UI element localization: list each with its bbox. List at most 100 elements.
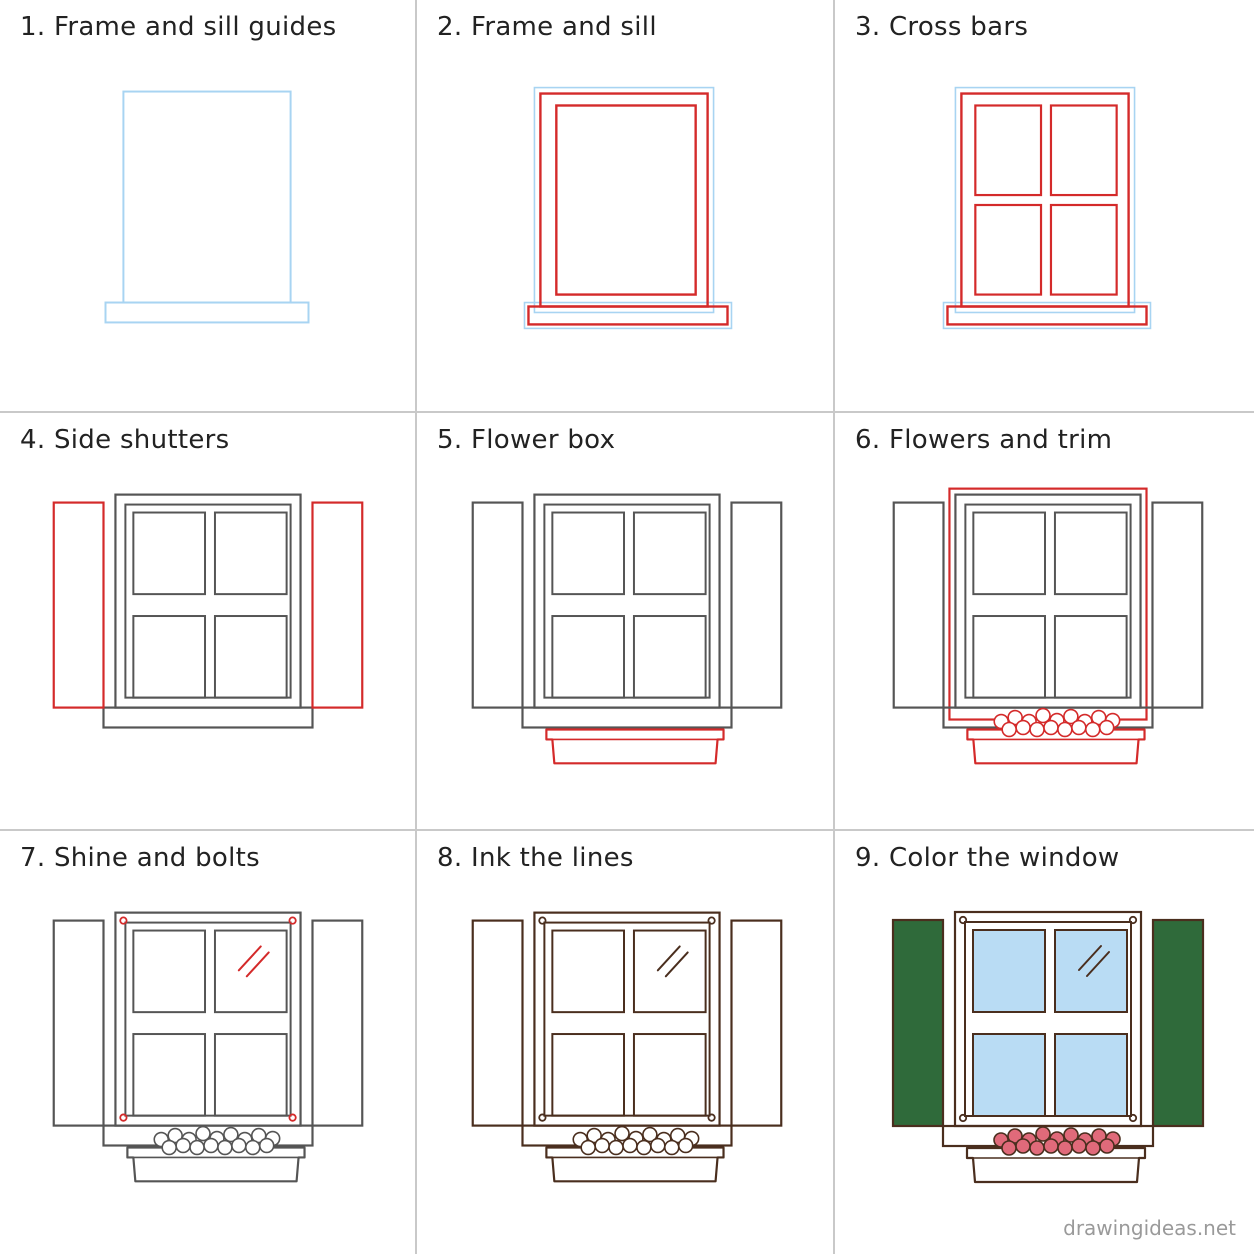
window-pane xyxy=(132,929,207,1014)
shutter-icon xyxy=(730,501,783,709)
flower xyxy=(161,1139,177,1156)
shutter-icon xyxy=(471,501,524,709)
window-inner-frame xyxy=(964,503,1132,699)
window-sill xyxy=(102,706,314,729)
step-title: 9. Color the window xyxy=(855,843,1120,873)
flower xyxy=(1029,721,1045,738)
bolt-icon xyxy=(288,1113,297,1122)
window-pane xyxy=(972,615,1046,699)
window-pane xyxy=(1053,511,1128,596)
flower xyxy=(1029,1140,1045,1156)
flower xyxy=(1063,1127,1079,1143)
window-pane xyxy=(213,929,288,1014)
window-frame xyxy=(533,493,721,709)
flower xyxy=(664,1139,680,1156)
window-inner-frame xyxy=(124,921,292,1117)
guide-frame xyxy=(954,86,1136,314)
flower xyxy=(258,1137,275,1154)
step-panel: 1. Frame and sill guides xyxy=(0,0,417,413)
window-inner-frame xyxy=(543,503,711,699)
window-pane xyxy=(213,615,288,699)
flower-box-icon xyxy=(126,1146,306,1183)
flower xyxy=(642,1126,658,1143)
glass-shine-icon xyxy=(656,945,681,972)
window-pane xyxy=(551,615,625,699)
bolt-icon xyxy=(538,916,547,925)
flower xyxy=(580,1139,596,1156)
step-panel: 9. Color the window xyxy=(835,831,1254,1254)
flower xyxy=(1015,719,1031,736)
window-inner-frame xyxy=(124,503,292,699)
shutter-icon xyxy=(891,918,945,1128)
flower xyxy=(1057,1140,1073,1156)
glass-shine-icon xyxy=(664,951,689,978)
window-pane xyxy=(1049,104,1118,197)
guide-sill xyxy=(942,301,1152,330)
flower xyxy=(1071,719,1087,736)
window-drawing-icon xyxy=(892,487,1204,765)
shutter-icon xyxy=(471,919,524,1127)
window-frame xyxy=(114,911,302,1127)
shutter-icon xyxy=(52,501,105,709)
guide-sill xyxy=(523,301,733,330)
bolt-icon xyxy=(707,1113,716,1122)
bolt-icon xyxy=(1128,1113,1138,1123)
glass-shine-icon xyxy=(237,945,262,972)
window-pane xyxy=(632,1033,707,1117)
step-panel: 2. Frame and sill xyxy=(417,0,835,413)
step-panel: 3. Cross bars xyxy=(835,0,1254,413)
window-pane xyxy=(632,615,707,699)
guide-frame xyxy=(122,90,292,304)
bolt-icon xyxy=(119,1113,128,1122)
flower xyxy=(1035,707,1051,724)
shutter-icon xyxy=(311,919,364,1127)
guide-sill xyxy=(104,301,310,324)
step-panel: 4. Side shutters xyxy=(0,413,417,831)
step-panel: 5. Flower box xyxy=(417,413,835,831)
bolt-icon xyxy=(958,1113,968,1123)
flower xyxy=(1043,719,1059,736)
flower xyxy=(1007,1128,1023,1144)
flower xyxy=(223,1126,239,1143)
flower xyxy=(203,1137,219,1154)
window-pane xyxy=(972,929,1046,1013)
glass-shine-icon xyxy=(1078,945,1102,971)
bolt-icon xyxy=(707,916,716,925)
flower xyxy=(1007,709,1023,726)
glass-shine-icon xyxy=(1086,951,1110,977)
bolt-icon xyxy=(958,915,968,925)
flower-box-icon xyxy=(545,1146,725,1183)
window-pane xyxy=(132,615,207,699)
window-drawing-icon xyxy=(52,911,364,1183)
flower xyxy=(189,1139,205,1156)
flower xyxy=(245,1139,261,1156)
window-inner-frame xyxy=(964,921,1132,1117)
flower-box-icon xyxy=(966,728,1146,765)
flower xyxy=(1098,719,1115,736)
bolt-icon xyxy=(538,1113,547,1122)
flower xyxy=(586,1127,602,1144)
shutter-icon xyxy=(52,919,105,1127)
shutter-icon xyxy=(892,501,945,709)
window-drawing-icon xyxy=(891,910,1205,1184)
flower xyxy=(594,1137,610,1154)
flower xyxy=(622,1137,638,1154)
step-title: 5. Flower box xyxy=(437,425,616,455)
flower xyxy=(1085,721,1101,738)
window-sill xyxy=(946,305,1148,326)
flower-box-icon xyxy=(965,1146,1147,1184)
window-frame xyxy=(539,92,709,308)
window-drawing-icon xyxy=(52,493,364,729)
window-inner-frame xyxy=(555,104,697,296)
watermark: drawingideas.net xyxy=(1063,1216,1236,1240)
window-pane xyxy=(132,1033,207,1117)
window-drawing-icon xyxy=(523,86,733,330)
window-drawing-icon xyxy=(104,90,310,324)
flower xyxy=(1035,1126,1051,1142)
step-title: 7. Shine and bolts xyxy=(20,843,260,873)
window-pane xyxy=(632,929,707,1014)
flower-box-icon xyxy=(545,728,725,765)
window-pane xyxy=(1054,1033,1128,1117)
step-title: 6. Flowers and trim xyxy=(855,425,1113,455)
